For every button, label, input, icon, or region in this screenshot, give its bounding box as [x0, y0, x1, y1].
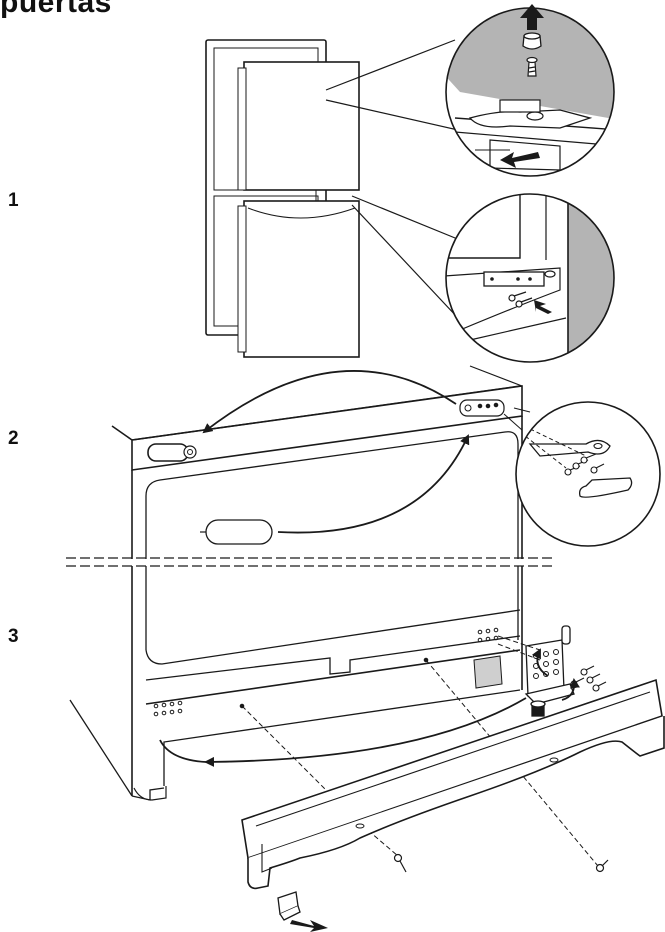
end-cap-piece: [277, 891, 301, 921]
bottom-trim-panel: [241, 678, 665, 890]
step-1-label: 1: [8, 190, 19, 211]
up-arrow-icon: [520, 4, 544, 30]
pull-arrow-icon: [500, 152, 540, 168]
screw-icon: [564, 453, 605, 476]
curved-arrow-icon: [202, 370, 470, 534]
door-bottom-view: [69, 566, 523, 801]
upper-hinge-detail: [445, 4, 615, 177]
screw-icon: [393, 853, 609, 873]
top-hinge-parts-detail: [515, 401, 661, 547]
page-title: puertas: [0, 0, 112, 19]
step-2-label: 2: [8, 428, 19, 449]
middle-hinge-detail: [445, 193, 615, 363]
screw-icon: [526, 56, 538, 77]
step-3-label: 3: [8, 626, 19, 647]
screw-icon: [570, 665, 607, 692]
screw-icon: [508, 291, 533, 308]
pull-arrow-icon: [534, 300, 552, 314]
hinge-cap-icon: [522, 32, 542, 50]
pull-arrow-icon: [290, 920, 328, 932]
break-lines: [66, 557, 552, 567]
curved-arrow-icon: [159, 648, 580, 767]
bottom-hinge-assembly: [524, 625, 607, 717]
fridge-front-view: [205, 39, 461, 358]
door-top-view: [111, 365, 531, 560]
hinge-plate-gray: [473, 655, 503, 689]
